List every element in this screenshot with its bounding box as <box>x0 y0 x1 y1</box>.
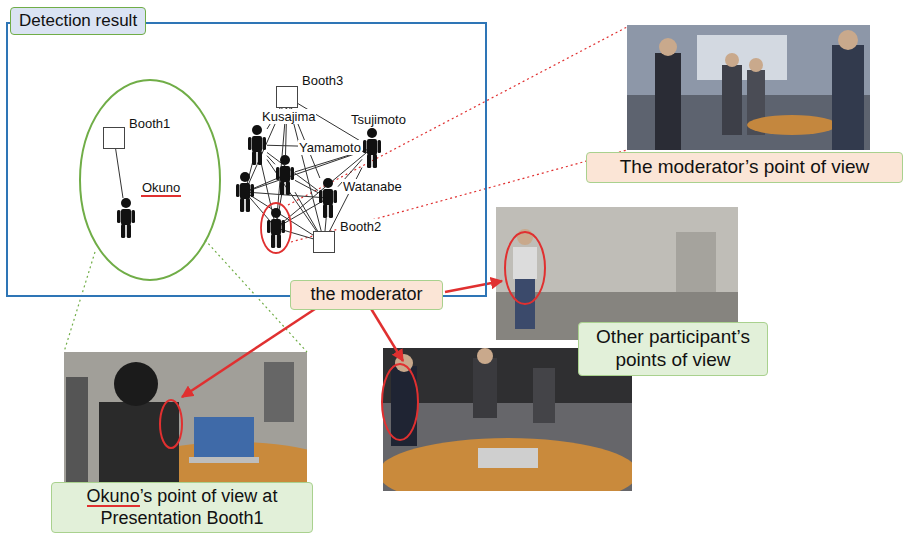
booth-label: Booth1 <box>128 116 171 131</box>
drawing-part <box>659 38 677 56</box>
drawing-part <box>246 198 250 212</box>
proximity-line <box>290 108 321 231</box>
person-icon <box>116 198 136 238</box>
drawing-part <box>240 172 250 182</box>
person-icon <box>318 178 338 218</box>
person-name: Okuno <box>141 180 181 197</box>
drawing-part <box>722 65 742 135</box>
person-node: Okuno <box>116 198 136 238</box>
drawing-part <box>271 234 275 248</box>
proximity-line <box>295 192 318 231</box>
proximity-line <box>267 159 316 231</box>
highlight-ellipse <box>160 400 182 448</box>
drawing-part <box>838 30 858 50</box>
booth-label: Booth3 <box>301 73 344 88</box>
drawing-part <box>66 377 88 483</box>
drawing-part <box>473 358 497 418</box>
drawing-part <box>240 198 244 212</box>
underline-mark <box>87 505 140 507</box>
drawing-part <box>264 362 294 422</box>
drawing-part <box>99 402 179 483</box>
zoom-line <box>64 252 95 352</box>
callout-box: the moderator <box>290 280 443 310</box>
drawing-part <box>240 183 250 199</box>
person-node: Watanabe <box>318 178 338 218</box>
booth-square: Booth3 <box>276 86 298 108</box>
booth-square: Booth1 <box>103 127 125 149</box>
person-node: Yamamoto <box>275 155 295 195</box>
drawing-part <box>832 45 864 150</box>
callout-text: Okuno’s point of view at Presentation Bo… <box>58 486 306 529</box>
person-icon <box>267 208 285 248</box>
proximity-line <box>116 149 123 198</box>
panel-title: Detection result <box>10 7 146 35</box>
result-panel: Detection resultBooth1OkunoBooth3Kusajim… <box>6 22 487 297</box>
person-icon <box>236 172 254 212</box>
person-name: Yamamoto <box>298 140 362 155</box>
zoom-line <box>288 27 627 205</box>
person-icon <box>275 155 295 195</box>
person-node: Tsujimoto <box>362 128 382 168</box>
drawing-part <box>271 208 281 218</box>
callout-text: the moderator <box>297 284 436 306</box>
proximity-line <box>267 152 318 190</box>
callout-arrow <box>445 281 502 292</box>
booth-square: Booth2 <box>313 231 335 253</box>
person-name: Watanabe <box>342 179 403 194</box>
drawing-part <box>236 184 240 197</box>
callout-arrow <box>182 307 318 397</box>
highlight-ellipse <box>382 364 418 440</box>
drawing-part <box>251 184 255 197</box>
callout-box: Other participant’s points of view <box>578 322 768 376</box>
drawing-part <box>267 220 271 233</box>
person-name: Tsujimoto <box>350 112 407 127</box>
drawing-part <box>513 247 537 279</box>
callout-arrow <box>370 307 403 361</box>
drawing-part <box>725 53 739 67</box>
callout-box: Okuno’s point of view at Presentation Bo… <box>51 482 313 533</box>
drawing-part <box>477 348 493 364</box>
photo <box>496 207 738 340</box>
highlight-ellipse <box>505 232 545 304</box>
drawing-part <box>749 58 763 72</box>
drawing-part <box>282 220 286 233</box>
drawing-part <box>378 438 638 508</box>
highlight-ellipse <box>261 203 291 253</box>
drawing-part <box>747 115 837 135</box>
drawing-part <box>478 448 538 468</box>
group-circle <box>80 80 220 280</box>
photo <box>627 25 870 150</box>
callout-text: The moderator’s point of view <box>593 156 896 179</box>
person-node: Kusajima <box>247 125 267 165</box>
callout-box: The moderator’s point of view <box>586 152 903 183</box>
person-icon <box>362 128 382 168</box>
drawing-part <box>114 362 158 406</box>
zoom-line <box>291 150 627 242</box>
drawing-part <box>676 232 716 292</box>
drawing-part <box>655 53 681 150</box>
proximity-line <box>325 218 326 231</box>
callout-text: Other participant’s points of view <box>585 326 761 372</box>
booth-label: Booth2 <box>339 219 382 234</box>
drawing-part <box>194 417 254 457</box>
drawing-part <box>189 457 259 463</box>
person-icon <box>247 125 267 165</box>
proximity-line <box>295 180 318 192</box>
photo <box>64 352 344 502</box>
drawing-part <box>271 219 281 235</box>
person-name: Kusajima <box>261 109 316 124</box>
drawing-part <box>533 368 555 423</box>
drawing-part <box>277 234 281 248</box>
